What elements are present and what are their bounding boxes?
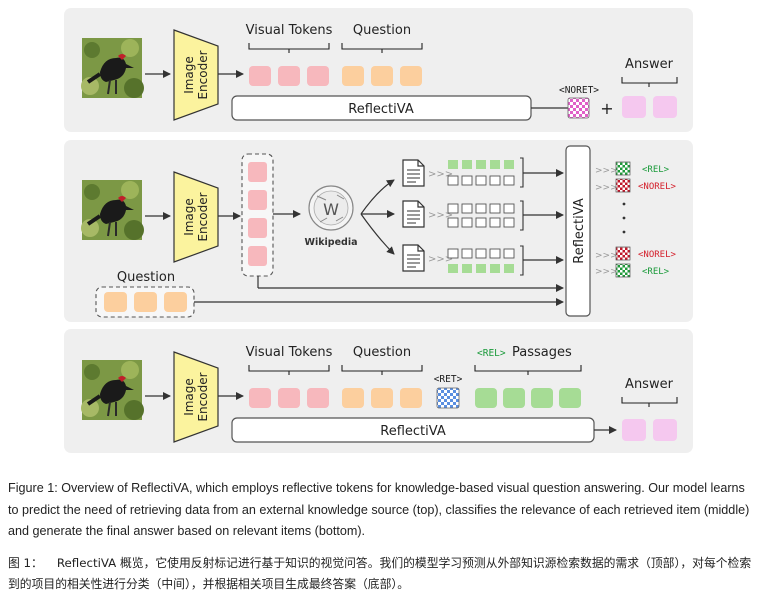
question-token-group-bottom — [342, 388, 422, 408]
svg-text:>>>: >>> — [595, 251, 618, 261]
svg-text:>>>: >>> — [428, 254, 453, 265]
svg-text:>>>: >>> — [595, 267, 618, 277]
passages-label: Passages — [512, 345, 572, 360]
relevance-output-1: >>> <REL> — [595, 161, 670, 176]
visual-token-group-bottom — [249, 388, 329, 408]
svg-text:<NOREL>: <NOREL> — [638, 250, 677, 260]
reflectiva-label-top: ReflectiVA — [348, 102, 414, 117]
wikipedia-logo: W — [308, 185, 354, 231]
relevance-output-2: >>> <NOREL> — [595, 178, 677, 193]
svg-text:<NOREL>: <NOREL> — [638, 182, 677, 192]
ret-label: <RET> — [434, 374, 463, 385]
plus-sign: + — [600, 99, 613, 118]
reflectiva-overview-figure: Image Encoder Visual Tokens Question Ref… — [64, 8, 693, 453]
question-token-group — [342, 66, 422, 86]
middle-panel — [64, 140, 693, 322]
svg-text:>>>: >>> — [595, 183, 618, 193]
svg-text:>>>: >>> — [595, 166, 618, 176]
retrieved-item-3: >>> — [402, 244, 564, 276]
encoder-label-image: Image — [182, 56, 196, 94]
encoder-label-image-bottom: Image — [182, 378, 196, 416]
question-label-middle: Question — [117, 270, 175, 285]
relevance-output-3: >>> <NOREL> — [595, 246, 677, 261]
image-encoder-middle: Image Encoder — [173, 171, 219, 263]
image-encoder-bottom: Image Encoder — [173, 351, 219, 443]
caption-zh-text: ReflectiVA 概览，它使用反射标记进行基于知识的视觉问答。我们的模型学习… — [8, 556, 752, 591]
bird-image — [79, 36, 146, 100]
encoder-label-image-middle: Image — [182, 198, 196, 236]
visual-token-group — [249, 66, 329, 86]
encoder-label-encoder: Encoder — [196, 50, 210, 99]
reflectiva-label-middle: ReflectiVA — [572, 198, 587, 264]
visual-tokens-label-bottom: Visual Tokens — [246, 345, 333, 360]
svg-text:<REL>: <REL> — [642, 165, 670, 175]
answer-label-bottom: Answer — [625, 377, 674, 392]
answer-label-top: Answer — [625, 57, 674, 72]
answer-token-group-top — [622, 96, 677, 118]
encoder-label-encoder-bottom: Encoder — [196, 372, 210, 421]
rel-label-bottom: <REL> — [477, 348, 506, 359]
visual-tokens-label: Visual Tokens — [246, 23, 333, 38]
vertical-ellipsis — [622, 202, 626, 234]
image-encoder: Image Encoder — [173, 29, 219, 121]
retrieved-item-1: >>> — [402, 157, 564, 188]
passage-token-group — [475, 388, 581, 408]
noret-token — [567, 97, 590, 119]
svg-text:<REL>: <REL> — [642, 267, 670, 277]
answer-token-group-bottom — [622, 419, 677, 441]
caption-zh-label: 图 1： — [8, 556, 43, 570]
wikipedia-label: Wikipedia — [304, 237, 357, 248]
retrieved-item-2: >>> — [402, 200, 564, 231]
question-label: Question — [353, 23, 411, 38]
encoder-label-encoder-middle: Encoder — [196, 192, 210, 241]
question-label-bottom: Question — [353, 345, 411, 360]
relevance-output-4: >>> <REL> — [595, 263, 670, 278]
noret-label: <NORET> — [559, 85, 599, 96]
ret-token — [436, 387, 460, 409]
bird-image-bottom — [79, 358, 146, 422]
svg-text:>>>: >>> — [428, 210, 453, 221]
reflectiva-box-middle — [565, 145, 591, 317]
svg-text:W: W — [323, 200, 339, 219]
bird-image-middle — [79, 178, 146, 242]
svg-text:>>>: >>> — [428, 169, 453, 180]
reflectiva-label-bottom: ReflectiVA — [380, 424, 446, 439]
figure-caption-chinese: 图 1：ReflectiVA 概览，它使用反射标记进行基于知识的视觉问答。我们的… — [8, 553, 752, 595]
figure-caption-english: Figure 1: Overview of ReflectiVA, which … — [8, 481, 750, 538]
